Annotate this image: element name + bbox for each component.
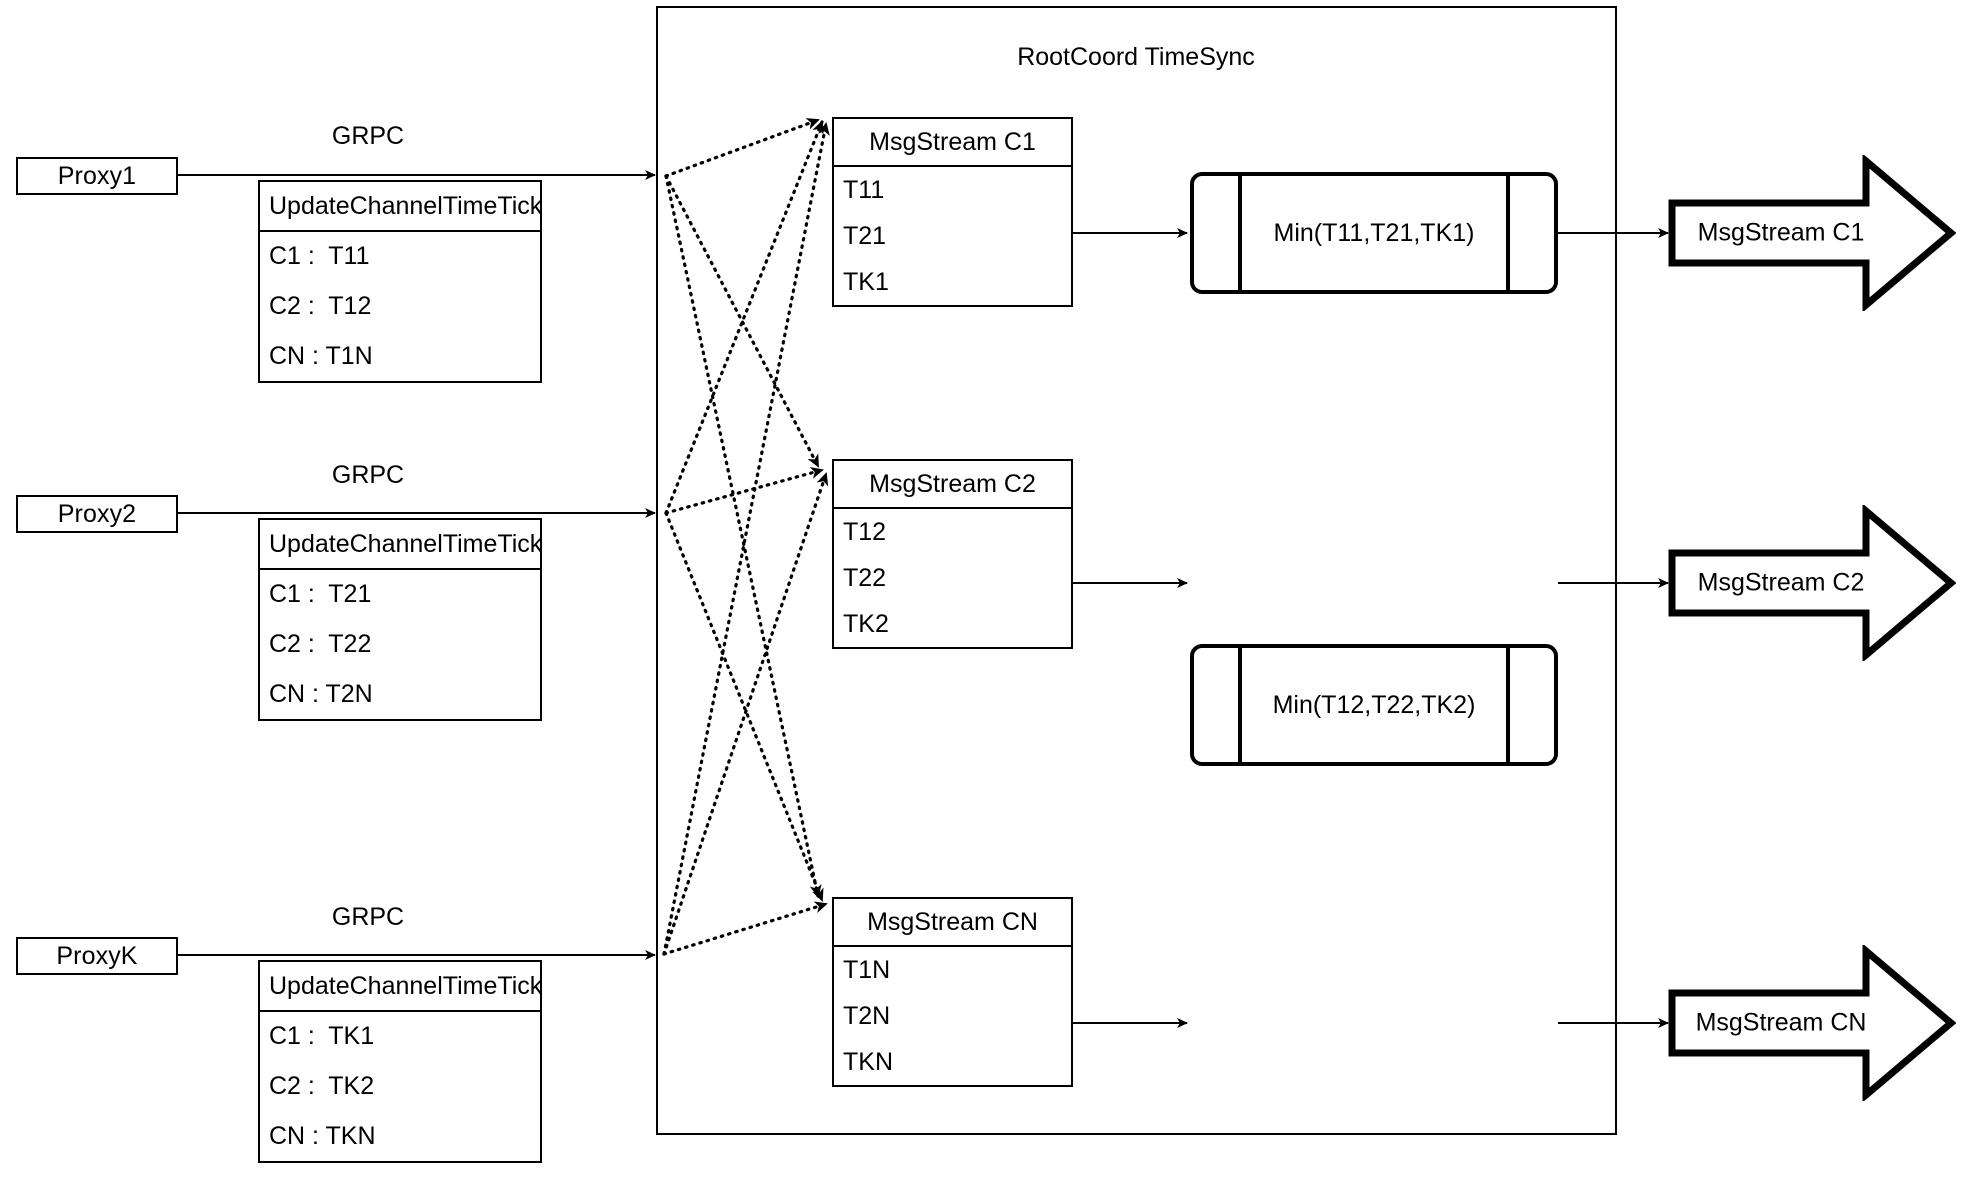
msgstream-row: T22 — [843, 563, 887, 592]
block-arrow-shape — [1668, 155, 1956, 311]
region-title: RootCoord TimeSync — [1017, 43, 1255, 71]
output-arrow-c2: MsgStream C2 — [1668, 505, 1956, 661]
rootcoord-timesync-region — [656, 6, 1617, 1135]
msgstream-row: TKN — [843, 1047, 893, 1076]
update-channel-timetick-box-1: UpdateChannelTimeTick C1 : T11 C2 : T12 … — [258, 180, 542, 383]
msgstream-box-c2: MsgStream C2 T12 T22 TK2 — [832, 459, 1073, 649]
msgstream-box-cn: MsgStream CN T1N T2N TKN — [832, 897, 1073, 1087]
request-row: C1 : TK1 — [269, 1022, 375, 1051]
output-arrow-cn: MsgStream CN — [1668, 945, 1956, 1101]
grpc-label-1: GRPC — [331, 122, 405, 150]
proxy-box-2[interactable]: Proxy2 — [16, 495, 178, 533]
proxy-label: ProxyK — [56, 941, 138, 970]
request-row: CN : TKN — [269, 1121, 376, 1150]
block-arrow-shape — [1668, 505, 1956, 661]
min-process-c2: Min(T12,T22,TK2) — [1190, 644, 1558, 766]
msgstream-row: T11 — [843, 175, 885, 204]
request-row: C2 : T22 — [269, 630, 372, 658]
update-channel-timetick-box-3: UpdateChannelTimeTick C1 : TK1 C2 : TK2 … — [258, 960, 542, 1163]
output-arrow-label: MsgStream C1 — [1697, 218, 1865, 247]
min-process-label: Min(T12,T22,TK2) — [1272, 690, 1476, 719]
request-row: C1 : T21 — [269, 580, 372, 609]
output-arrow-label: MsgStream CN — [1695, 1008, 1867, 1037]
request-title: UpdateChannelTimeTick — [260, 182, 542, 232]
msgstream-row: T12 — [843, 517, 887, 546]
proxy-box-1[interactable]: Proxy1 — [16, 157, 178, 195]
output-arrow-c1: MsgStream C1 — [1668, 155, 1956, 311]
msgstream-row: TK2 — [843, 609, 889, 638]
request-row: C2 : T12 — [269, 292, 372, 320]
proxy-label: Proxy2 — [57, 499, 137, 528]
msgstream-rows: T12 T22 TK2 — [834, 509, 1071, 647]
request-row: CN : T2N — [269, 679, 373, 708]
msgstream-row: T1N — [843, 955, 891, 984]
request-rows: C1 : T11 C2 : T12 CN : T1N — [260, 232, 540, 381]
msgstream-title: MsgStream CN — [834, 899, 1071, 947]
process-divider-left — [1238, 644, 1242, 766]
grpc-label-2: GRPC — [331, 461, 405, 489]
msgstream-title: MsgStream C2 — [834, 461, 1071, 509]
process-divider-right — [1506, 644, 1510, 766]
msgstream-row: T2N — [843, 1001, 891, 1030]
update-channel-timetick-box-2: UpdateChannelTimeTick C1 : T21 C2 : T22 … — [258, 518, 542, 721]
msgstream-row: TK1 — [843, 267, 889, 296]
proxy-box-3[interactable]: ProxyK — [16, 937, 178, 975]
process-divider-right — [1506, 172, 1510, 294]
request-rows: C1 : TK1 C2 : TK2 CN : TKN — [260, 1012, 540, 1161]
block-arrow-shape — [1668, 945, 1956, 1101]
request-row: CN : T1N — [269, 341, 373, 370]
msgstream-title: MsgStream C1 — [834, 119, 1071, 167]
grpc-label-3: GRPC — [331, 903, 405, 931]
min-process-label: Min(T11,T21,TK1) — [1273, 218, 1475, 247]
msgstream-rows: T1N T2N TKN — [834, 947, 1071, 1085]
request-title: UpdateChannelTimeTick — [260, 520, 542, 570]
msgstream-rows: T11 T21 TK1 — [834, 167, 1071, 305]
proxy-label: Proxy1 — [57, 161, 137, 190]
output-arrow-label: MsgStream C2 — [1697, 568, 1865, 597]
request-row: C1 : T11 — [269, 242, 370, 271]
request-row: C2 : TK2 — [269, 1072, 375, 1100]
msgstream-row: T21 — [843, 221, 887, 250]
process-divider-left — [1238, 172, 1242, 294]
min-process-c1: Min(T11,T21,TK1) — [1190, 172, 1558, 294]
request-title: UpdateChannelTimeTick — [260, 962, 542, 1012]
request-rows: C1 : T21 C2 : T22 CN : T2N — [260, 570, 540, 719]
msgstream-box-c1: MsgStream C1 T11 T21 TK1 — [832, 117, 1073, 307]
